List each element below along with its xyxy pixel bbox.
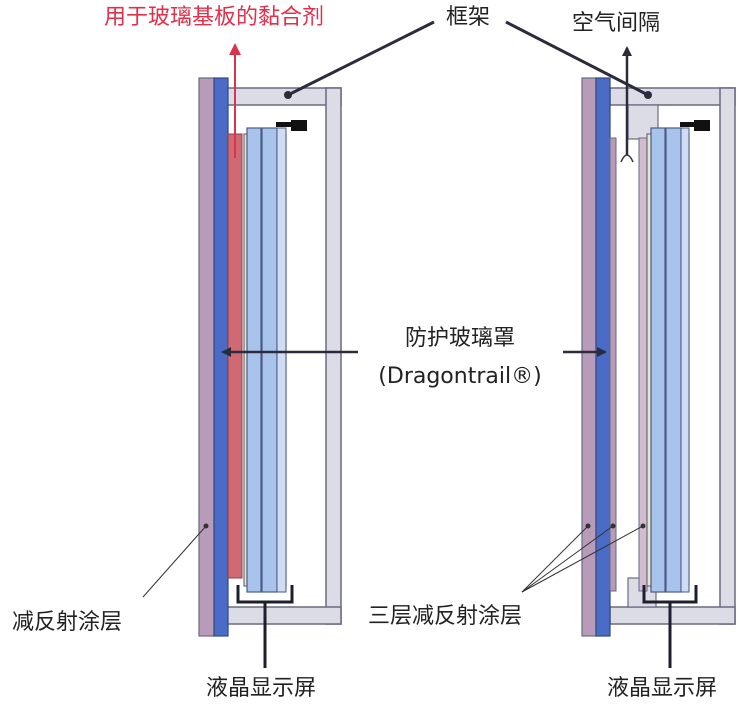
- right-lcd-glass-a: [650, 127, 666, 593]
- ar-coating-leader-dot: [203, 523, 209, 529]
- ar-coating-label: 减反射涂层: [12, 610, 123, 635]
- left-frame-right: [325, 87, 342, 625]
- frame-leader-left: [287, 20, 435, 97]
- ar-coating-leader: [142, 525, 207, 598]
- frame-leader-left-dot: [284, 91, 292, 99]
- right-lcd-glass-b: [665, 127, 682, 593]
- triple-ar-dot-1: [585, 523, 591, 529]
- frame-leader-right-dot: [644, 91, 652, 99]
- right-connector-body: [694, 120, 710, 131]
- left-assembly: [198, 77, 342, 668]
- right-ar-coating-back: [609, 137, 617, 592]
- triple-ar-dot-2: [610, 523, 616, 529]
- triple-ar-leader-3: [521, 525, 644, 593]
- right-assembly: [581, 77, 736, 668]
- lcd-label-right: 液晶显示屏: [607, 676, 718, 701]
- right-frame-right: [719, 87, 736, 625]
- right-connector-pin: [680, 122, 694, 127]
- cover-glass-label-line1: 防护玻璃罩: [404, 326, 515, 351]
- left-lcd-glass-c: [276, 127, 287, 593]
- right-lcd-glass-c: [680, 127, 690, 593]
- triple-ar-leader-1: [521, 525, 589, 593]
- right-frame-bottom: [609, 606, 736, 625]
- left-cover-glass: [213, 77, 229, 637]
- right-cover-glass: [595, 77, 611, 637]
- lcd-label-left: 液晶显示屏: [206, 676, 317, 701]
- left-lcd-glass-a: [246, 127, 262, 593]
- cover-glass-label-line2: (Dragontrail®): [378, 364, 542, 389]
- right-air-gap-mark: [620, 154, 634, 163]
- triple-ar-coating-label: 三层减反射涂层: [368, 604, 523, 629]
- triple-ar-dot-3: [640, 523, 646, 529]
- triple-ar-leader-2: [521, 525, 614, 593]
- left-ar-coating: [198, 77, 215, 637]
- right-frame-top: [609, 87, 736, 106]
- left-frame-bottom: [213, 606, 342, 625]
- left-adhesive-layer: [227, 133, 243, 579]
- right-lcd-ar-coating: [638, 137, 648, 592]
- air-gap-label: 空气间隔: [572, 11, 661, 36]
- left-frame-top: [213, 87, 342, 106]
- left-connector-pin: [276, 122, 291, 127]
- left-connector-body: [291, 120, 307, 131]
- frame-label: 框架: [446, 5, 491, 30]
- left-lcd-glass-b: [261, 127, 278, 593]
- adhesive-label: 用于玻璃基板的黏合剂: [104, 5, 325, 30]
- frame-leader-right: [505, 20, 649, 97]
